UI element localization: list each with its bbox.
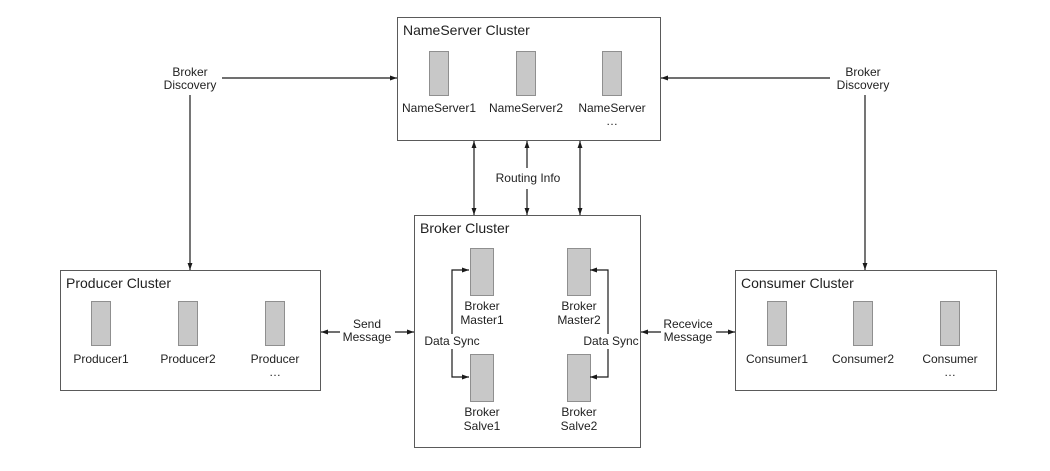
node-label-ellipsis: … — [944, 365, 956, 379]
node-label-line: Broker — [464, 405, 500, 419]
nameserver-node-1-label: NameServer1 — [389, 102, 489, 115]
node-label-line: Salve2 — [560, 419, 598, 433]
producer-node-1-label: Producer1 — [51, 353, 151, 366]
edge-label-line: Routing Info — [495, 171, 561, 185]
consumer-cluster-title: Consumer Cluster — [741, 275, 854, 291]
node-label-line: Consumer1 — [745, 352, 809, 366]
node-label-line: Producer2 — [160, 352, 216, 366]
nameserver-cluster-title: NameServer Cluster — [403, 22, 530, 38]
broker-master-1-label: Broker Master1 — [432, 299, 532, 327]
node-label-ellipsis: … — [269, 365, 281, 379]
node-label-line: Consumer2 — [831, 352, 895, 366]
broker-master-1 — [470, 248, 494, 296]
edge-label-line: Message — [663, 330, 713, 344]
node-label-line: Consumer — [922, 352, 978, 366]
node-label-line: Producer1 — [73, 352, 129, 366]
node-label-line: Producer — [250, 352, 300, 366]
edge-label-line: Message — [342, 330, 392, 344]
node-label-line: NameServer1 — [401, 101, 477, 115]
edge-label-line: Data Sync — [582, 334, 640, 349]
send-message-label: Send Message — [327, 318, 407, 344]
nameserver-cluster: NameServer Cluster NameServer1 NameServe… — [397, 17, 661, 141]
receive-message-label: Recevice Message — [648, 318, 728, 344]
consumer-node-more-label: Consumer … — [900, 353, 1000, 379]
nameserver-node-more — [602, 51, 622, 96]
producer-cluster-title: Producer Cluster — [66, 275, 172, 291]
data-sync-left-label: Data Sync — [412, 334, 492, 349]
edge-label-line: Broker — [845, 65, 881, 79]
node-label-line: Broker — [464, 299, 500, 313]
consumer-node-1-label: Consumer1 — [727, 353, 827, 366]
nameserver-node-1 — [429, 51, 449, 96]
producer-cluster: Producer Cluster Producer1 Producer2 Pro… — [60, 270, 321, 391]
consumer-node-2-label: Consumer2 — [813, 353, 913, 366]
consumer-node-1 — [767, 301, 787, 346]
producer-node-1 — [91, 301, 111, 346]
edge-label-line: Broker — [172, 65, 208, 79]
broker-slave-1 — [470, 354, 494, 402]
node-label-line: NameServer — [578, 101, 646, 115]
edge-label-line: Discovery — [836, 78, 890, 92]
node-label-line: Broker — [561, 299, 597, 313]
broker-slave-2-label: Broker Salve2 — [529, 405, 629, 433]
node-label-line: Broker — [561, 405, 597, 419]
node-label-line: Master1 — [460, 313, 504, 327]
node-label-line: Master2 — [557, 313, 601, 327]
edge-label-line: Discovery — [163, 78, 217, 92]
node-label-line: NameServer2 — [488, 101, 564, 115]
edge-label-line: Data Sync — [423, 334, 481, 349]
routing-info-label: Routing Info — [488, 172, 568, 185]
broker-master-2-label: Broker Master2 — [529, 299, 629, 327]
broker-cluster-title: Broker Cluster — [420, 220, 510, 236]
node-label-ellipsis: … — [606, 114, 618, 128]
edge-label-line: Recevice — [663, 317, 713, 331]
consumer-discovery-label: Broker Discovery — [823, 66, 903, 92]
producer-node-more — [265, 301, 285, 346]
producer-node-2-label: Producer2 — [138, 353, 238, 366]
broker-slave-1-label: Broker Salve1 — [432, 405, 532, 433]
producer-node-more-label: Producer … — [225, 353, 325, 379]
broker-master-2 — [567, 248, 591, 296]
producer-node-2 — [178, 301, 198, 346]
nameserver-node-2 — [516, 51, 536, 96]
edge-label-line: Send — [352, 317, 382, 331]
nameserver-node-more-label: NameServer … — [562, 102, 662, 128]
data-sync-right-label: Data Sync — [571, 334, 651, 349]
consumer-node-more — [940, 301, 960, 346]
consumer-cluster: Consumer Cluster Consumer1 Consumer2 Con… — [735, 270, 997, 391]
consumer-node-2 — [853, 301, 873, 346]
broker-cluster: Broker Cluster Broker Master1 Broker Mas… — [414, 215, 641, 448]
nameserver-node-2-label: NameServer2 — [476, 102, 576, 115]
broker-slave-2 — [567, 354, 591, 402]
node-label-line: Salve1 — [463, 419, 501, 433]
producer-discovery-label: Broker Discovery — [150, 66, 230, 92]
